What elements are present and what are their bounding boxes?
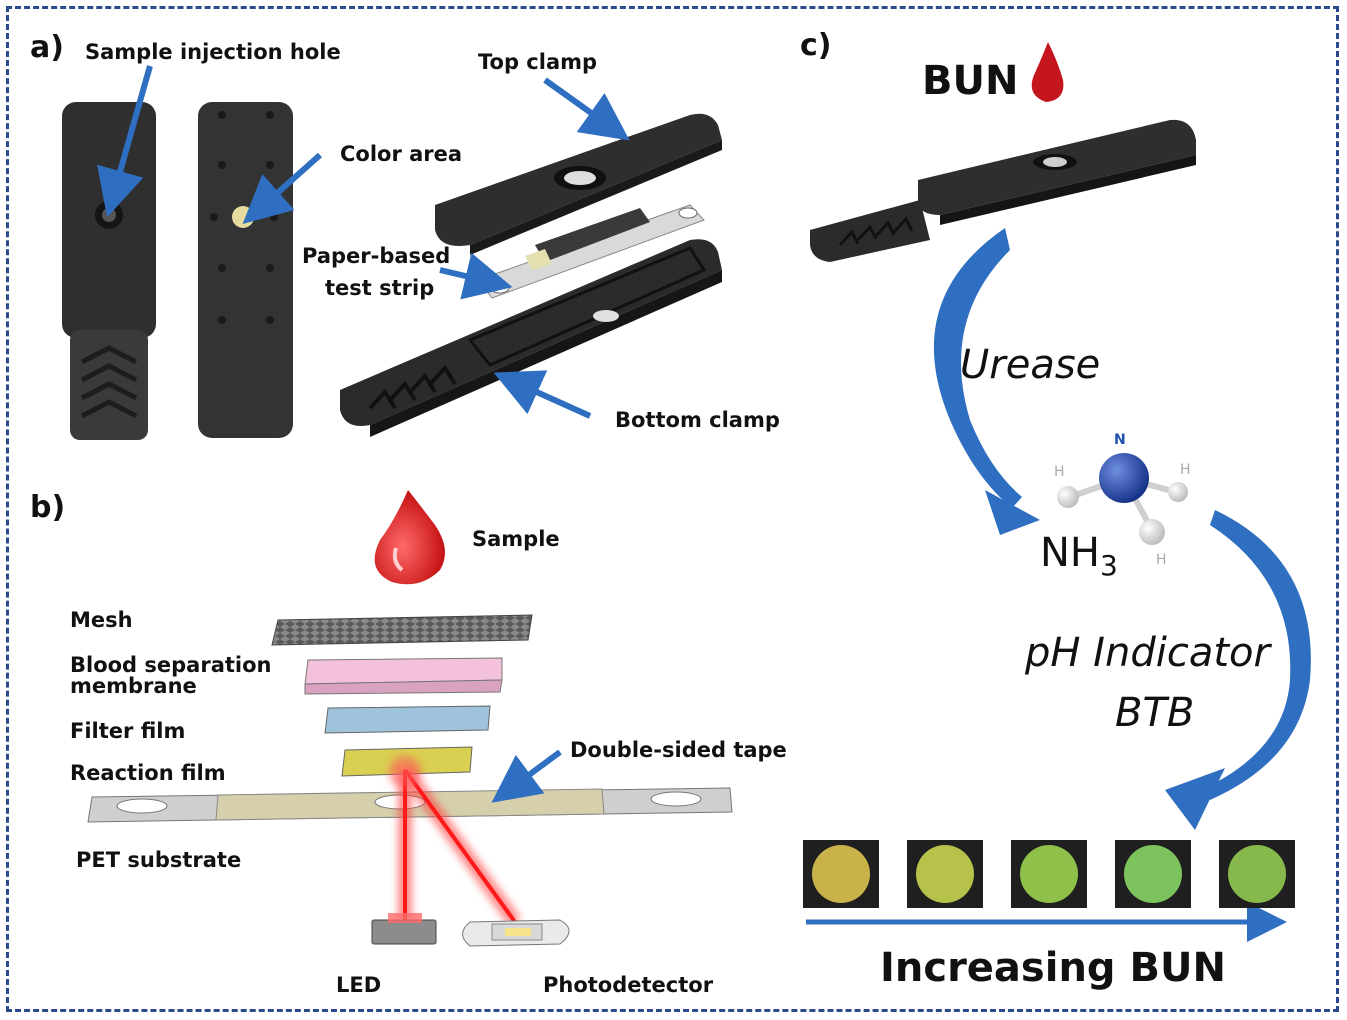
swatch-5-spot xyxy=(1228,845,1286,903)
device-back-view xyxy=(198,102,293,438)
swatch-4-spot xyxy=(1124,845,1182,903)
top-clamp-part xyxy=(435,113,722,255)
photodetector-component xyxy=(462,919,570,947)
light-beams xyxy=(389,756,521,927)
reaction-film-label: Reaction film xyxy=(70,761,226,785)
double-sided-tape-label: Double-sided tape xyxy=(570,738,787,762)
blood-separation-label-line1: Blood separation xyxy=(70,653,272,677)
sample-drop xyxy=(374,490,445,585)
pet-substrate-label: PET substrate xyxy=(76,848,242,872)
sample-label: Sample xyxy=(472,527,560,551)
top-clamp-label: Top clamp xyxy=(478,50,598,74)
assembled-device xyxy=(810,119,1196,262)
nh3-base: NH xyxy=(1040,530,1100,576)
atom-h-label-3: H xyxy=(1156,552,1167,568)
filter-film-layer xyxy=(324,705,491,734)
increasing-bun-label: Increasing BUN xyxy=(880,945,1226,991)
filter-film-label: Filter film xyxy=(70,719,186,743)
nh3-label: NH3 xyxy=(1040,530,1118,582)
paper-strip-part xyxy=(477,204,705,299)
panel-a-arrows xyxy=(97,65,630,419)
photodetector-label: Photodetector xyxy=(543,973,714,997)
ph-curved-arrow xyxy=(1205,510,1311,800)
swatch-3-spot xyxy=(1020,845,1078,903)
color-area-label: Color area xyxy=(340,142,463,166)
bottom-clamp-label: Bottom clamp xyxy=(615,408,780,432)
atom-h-label-2: H xyxy=(1180,462,1191,478)
swatch-2-spot xyxy=(916,845,974,903)
led-component xyxy=(371,913,437,945)
paper-strip-label-line2: test strip xyxy=(325,276,435,300)
ph-indicator-label: pH Indicator xyxy=(1025,630,1270,676)
mesh-layer xyxy=(271,614,533,646)
led-label: LED xyxy=(336,973,382,997)
double-sided-tape-arrow xyxy=(491,749,562,803)
swatch-1-spot xyxy=(812,845,870,903)
device-front-view xyxy=(62,102,156,440)
panel-c-letter: c) xyxy=(800,28,832,63)
figure-frame xyxy=(6,6,1339,1012)
bottom-clamp-part xyxy=(340,239,722,437)
nh3-subscript: 3 xyxy=(1100,549,1118,582)
urease-curved-arrow xyxy=(933,228,1022,508)
panel-b-letter: b) xyxy=(30,490,66,525)
color-swatches xyxy=(803,840,1295,908)
mesh-label: Mesh xyxy=(70,608,133,632)
ammonia-molecule xyxy=(1057,453,1188,545)
bun-drop-icon xyxy=(1031,42,1064,102)
paper-strip-label-line1: Paper-based xyxy=(302,244,451,268)
blood-separation-label-line2: membrane xyxy=(70,674,197,698)
panel-a-letter: a) xyxy=(30,30,64,65)
btb-label: BTB xyxy=(1115,690,1195,736)
atom-n-label: N xyxy=(1114,432,1126,448)
sample-injection-hole-label: Sample injection hole xyxy=(85,40,341,64)
blood-separation-membrane-layer xyxy=(304,657,503,695)
urease-label: Urease xyxy=(960,342,1101,388)
atom-h-label-1: H xyxy=(1054,464,1065,480)
bun-label: BUN xyxy=(922,58,1019,104)
